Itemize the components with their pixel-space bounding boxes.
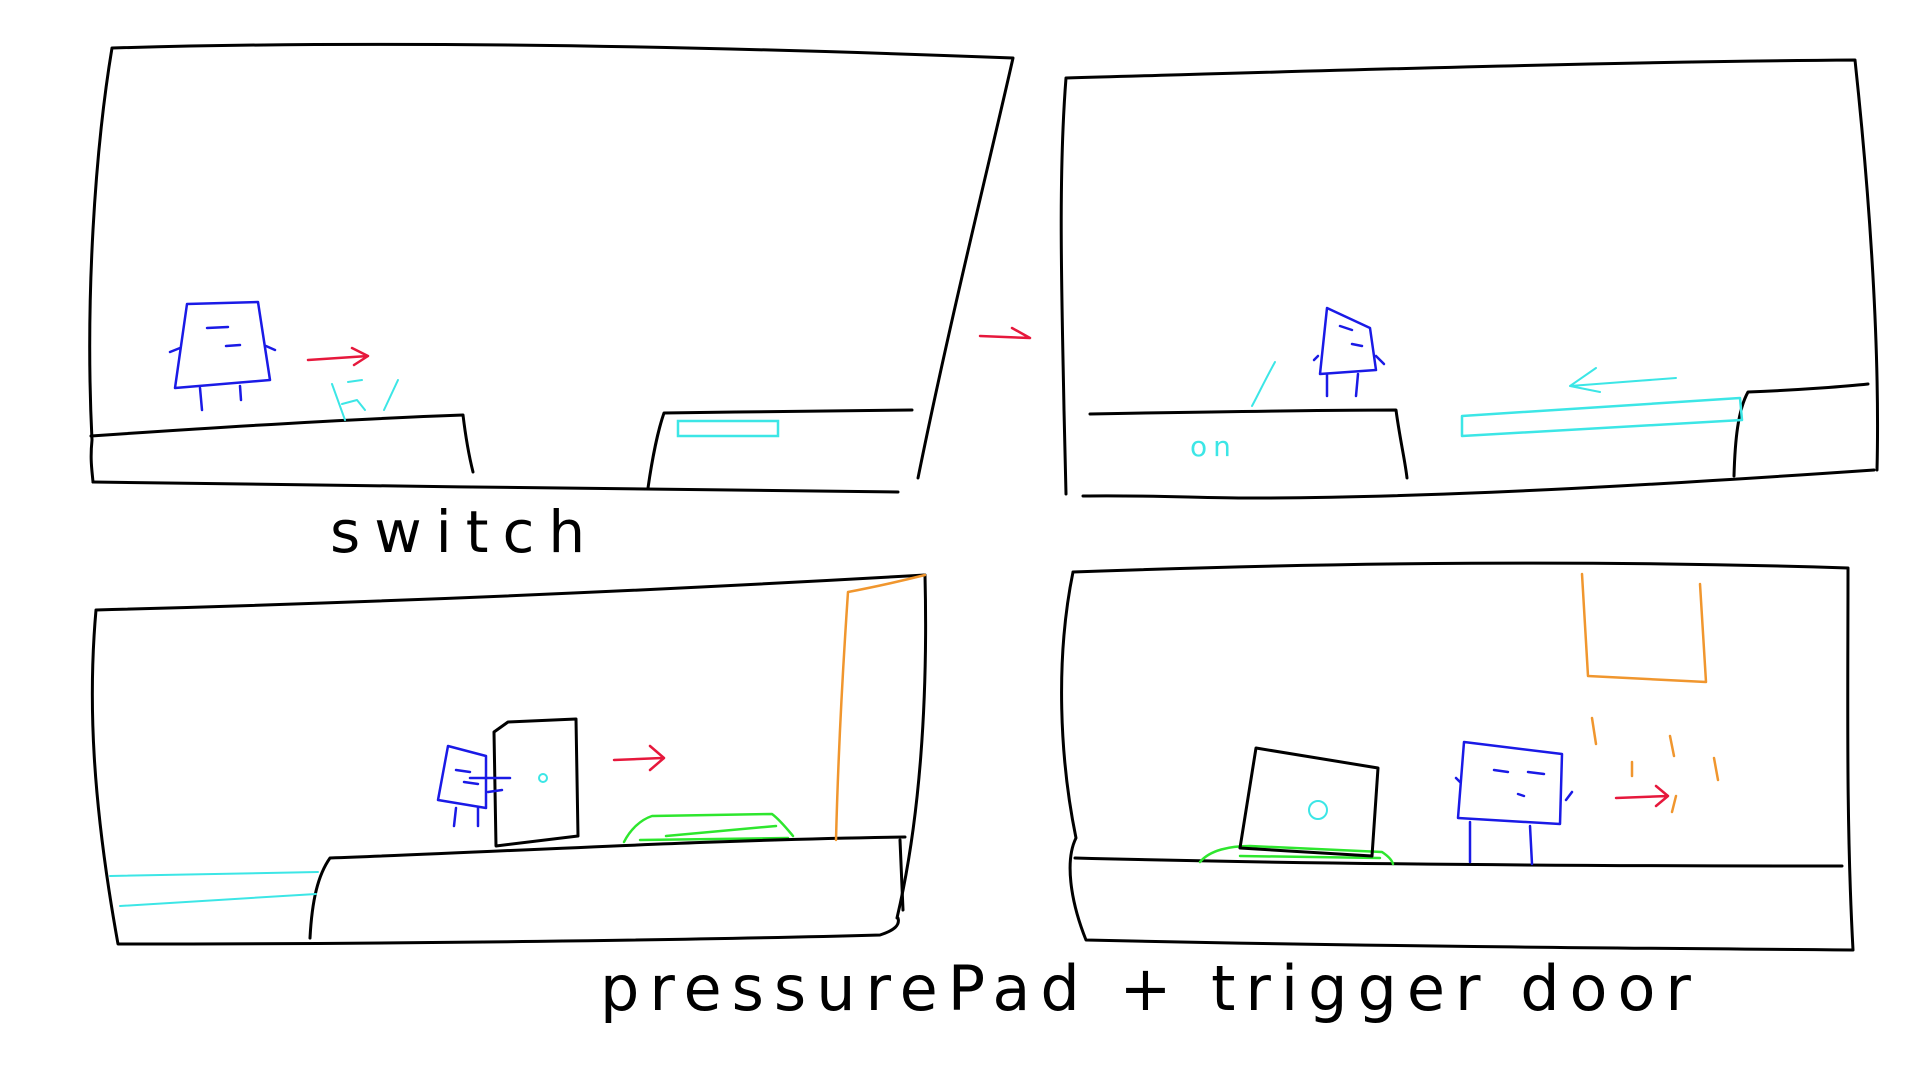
player-character-4 xyxy=(1454,740,1574,866)
pressure-pad-before xyxy=(622,812,795,844)
arrow-right-1 xyxy=(306,346,370,367)
transition-arrow xyxy=(978,326,1032,340)
pushable-crate xyxy=(492,717,580,848)
arrow-left-platform xyxy=(1569,367,1677,393)
panel-3-platform-lines xyxy=(109,871,319,907)
switch-state-label: on xyxy=(1190,430,1237,463)
panel-1-floor-bottom xyxy=(91,480,900,494)
caption-switch: switch xyxy=(330,498,599,566)
player-character-2 xyxy=(1312,306,1386,398)
panel-2-ground-right xyxy=(1732,382,1870,478)
panel-2-frame xyxy=(1059,58,1880,496)
switch-platform-retracted xyxy=(676,419,780,438)
player-character-3 xyxy=(436,744,512,828)
switch-platform-extended xyxy=(1460,396,1744,438)
panel-3-frame xyxy=(90,573,928,946)
panel-4-ground xyxy=(1073,856,1844,868)
panel-4-frame xyxy=(1060,561,1855,952)
panel-4-door-open xyxy=(1060,561,1855,952)
panel-1-ground-left xyxy=(89,413,475,474)
panel-2-floor-bottom xyxy=(1081,468,1876,500)
switch-lever-on xyxy=(1251,361,1276,407)
trigger-door-closed xyxy=(834,573,927,842)
door-motion-lines xyxy=(1590,716,1720,814)
panel-3-right-wall xyxy=(898,838,905,912)
switch-lever-off xyxy=(331,379,399,421)
player-character-1 xyxy=(168,300,277,412)
arrow-right-3 xyxy=(612,744,666,772)
panel-1-switch-off xyxy=(88,42,1015,494)
panel-1-frame xyxy=(88,42,1015,484)
panel-2-switch-on: on xyxy=(1059,58,1880,500)
panel-3-ground xyxy=(308,835,907,940)
pressure-pad-pressed xyxy=(1198,844,1395,866)
trigger-door-open xyxy=(1580,572,1708,684)
caption-pressure-pad-trigger-door: pressurePad + trigger door xyxy=(600,952,1701,1025)
panel-3-pressure-pad xyxy=(90,573,928,946)
arrow-right-4 xyxy=(1614,784,1670,808)
panel-1-ground-right xyxy=(646,408,914,490)
pushable-crate-on-pad xyxy=(1238,746,1380,858)
panel-2-ground-left xyxy=(1088,408,1409,480)
